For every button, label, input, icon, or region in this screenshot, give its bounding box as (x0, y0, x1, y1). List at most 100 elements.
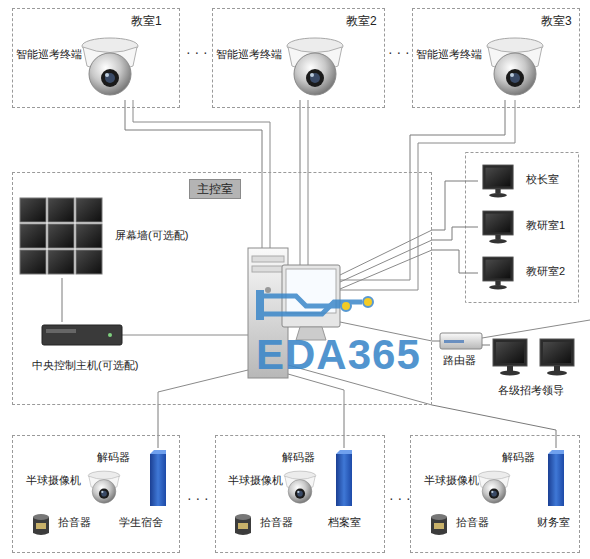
monitor-icon (483, 257, 513, 289)
watermark-logo (363, 297, 373, 307)
node-label: 半球摄像机 (228, 474, 283, 487)
monitor-icon (493, 339, 527, 376)
signal-wire (340, 250, 432, 289)
dome-camera: 半球摄像机 (26, 466, 128, 502)
inspection-terminal: 智能巡考终端 (416, 36, 546, 100)
classroom-box: 教室1 智能巡考终端 (12, 8, 180, 108)
monitor-icon (540, 339, 574, 376)
signal-wire (300, 172, 301, 265)
host-device (42, 325, 122, 345)
room-box: 学生宿舍 解码器半球摄像机拾音器 (12, 435, 180, 553)
node-label: 各级招考领导 (498, 384, 564, 397)
wire-connector (432, 250, 478, 273)
decoder: 解码器 (500, 448, 570, 508)
microphone: 拾音器 (26, 508, 102, 538)
dome-camera-icon (487, 38, 543, 95)
signal-wire (262, 172, 263, 248)
wire-connector (158, 405, 159, 448)
wire-connector (432, 181, 478, 230)
screen-tile (20, 250, 46, 274)
node-label: 教室3 (541, 14, 572, 28)
node-label: 校长室 (526, 173, 559, 186)
router-panel (444, 340, 464, 343)
dome-camera-icon (82, 38, 138, 95)
microphone-icon (235, 514, 251, 535)
room-box: 财务室 解码器半球摄像机拾音器 (410, 435, 580, 553)
ellipsis-mark: · · · (389, 490, 411, 506)
signal-wire (482, 320, 590, 338)
signal-wire (133, 100, 270, 248)
drive-bay (252, 256, 284, 262)
wire-connector (432, 341, 440, 342)
host-led (108, 333, 112, 337)
node-label: 学生宿舍 (119, 516, 163, 529)
node-label: 拾音器 (260, 516, 293, 529)
office-monitor: 教研室2 (478, 254, 568, 292)
node-label: 教室1 (131, 14, 162, 28)
drive-bay (252, 266, 284, 272)
microphone-icon (33, 514, 49, 535)
office-group-box (466, 153, 579, 303)
screen-tile (76, 198, 102, 222)
classroom-box: 教室3 智能巡考终端 (412, 8, 580, 108)
ellipsis-mark: · · · (186, 44, 208, 60)
node-label: 财务室 (537, 516, 570, 529)
watermark-logo (262, 302, 362, 314)
signal-wire (308, 100, 309, 265)
office-monitor: 教研室1 (478, 208, 568, 246)
node-label: 智能巡考终端 (16, 48, 82, 61)
node-label: 教研室1 (526, 219, 565, 232)
node-label: 智能巡考终端 (216, 48, 282, 61)
ellipsis-mark: · · · (388, 44, 410, 60)
node-label: 智能巡考终端 (416, 48, 482, 61)
node-label: 半球摄像机 (424, 474, 479, 487)
screen-wall: 屏幕墙(可选配) (18, 196, 190, 278)
wire-connector (300, 100, 301, 172)
room-box: 档案室 解码器半球摄像机拾音器 (215, 435, 385, 553)
node-label: 档案室 (328, 516, 361, 529)
wire-connector (344, 405, 345, 448)
node-label: 屏幕墙(可选配) (115, 229, 188, 242)
decoder: 解码器 (280, 448, 354, 508)
power-button (265, 287, 271, 293)
router: 路由器 (440, 330, 482, 372)
microphone-icon (431, 514, 447, 535)
dome-camera: 半球摄像机 (424, 466, 512, 502)
decoder: 解码器 (95, 448, 168, 508)
dome-camera-icon (88, 471, 120, 503)
dome-camera-icon (287, 38, 343, 95)
watermark: EDA365 (256, 334, 421, 376)
screen-tile (20, 198, 46, 222)
dome-camera: 半球摄像机 (228, 466, 318, 502)
decoder-icon (150, 450, 166, 506)
wire-connector (125, 100, 262, 172)
signal-wire (340, 100, 515, 290)
signal-wire (340, 240, 432, 282)
node-label: 拾音器 (456, 516, 489, 529)
wire-connector (432, 405, 556, 448)
node-label: 中央控制主机(可选配) (32, 359, 138, 372)
screen-tile (48, 198, 74, 222)
node-label: 教研室2 (526, 265, 565, 278)
monitor-icon (483, 165, 513, 197)
screen-tile (20, 224, 46, 248)
inspection-terminal: 智能巡考终端 (216, 36, 340, 100)
signal-wire (158, 370, 248, 405)
ellipsis-mark: · · · (187, 490, 209, 506)
classroom-box: 教室2智能巡考终端 (212, 8, 385, 108)
decoder-icon (548, 450, 564, 506)
room-tag: 主控室 (189, 179, 241, 199)
control-host: 中央控制主机(可选配) (30, 322, 152, 375)
node-label: 解码器 (502, 451, 535, 464)
wire-connector (62, 278, 63, 322)
leader-monitors: 各级招考领导 (490, 338, 580, 400)
decoder-icon (336, 450, 352, 506)
screen-tile (48, 250, 74, 274)
node-label: 解码器 (282, 451, 315, 464)
node-label: 路由器 (443, 354, 476, 367)
microphone: 拾音器 (424, 508, 500, 538)
dome-camera-icon (284, 471, 316, 503)
screen-tile (76, 224, 102, 248)
